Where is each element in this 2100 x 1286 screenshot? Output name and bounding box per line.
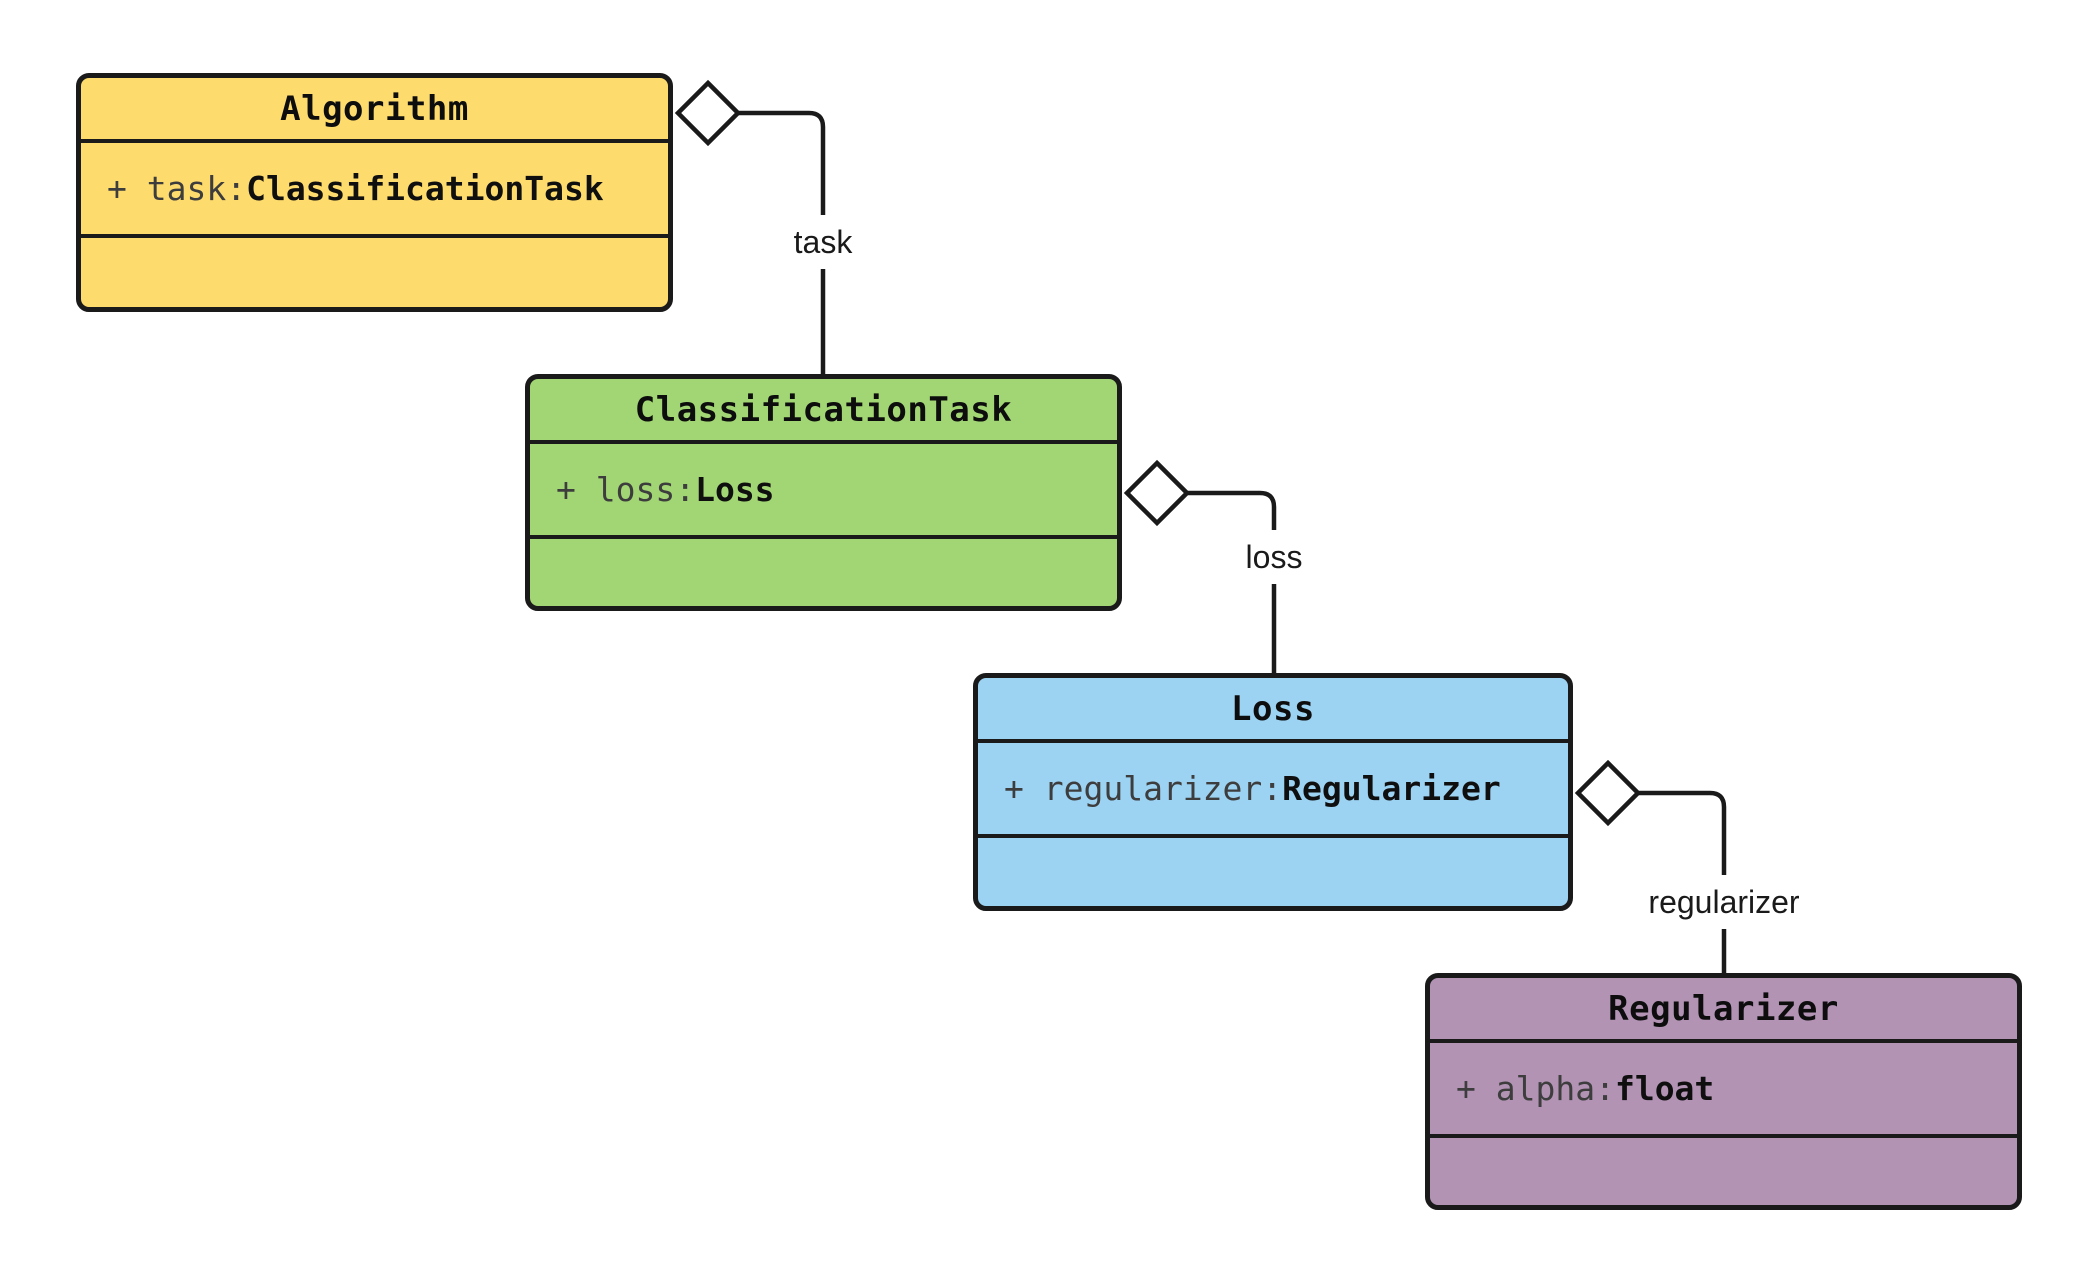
attribute-type: ClassificationTask [246,169,604,208]
class-box-regularizer[interactable]: Regularizer + alpha: float [1425,973,2022,1210]
class-box-algorithm[interactable]: Algorithm + task: ClassificationTask [76,73,673,312]
attribute-name: + alpha: [1456,1069,1615,1108]
class-attributes: + alpha: float [1430,1043,2017,1138]
attribute-name: + task: [107,169,247,208]
class-attributes: + loss: Loss [530,444,1117,539]
edge-label-task: task [787,215,859,269]
class-attributes: + task: ClassificationTask [81,143,668,238]
class-methods-empty [530,539,1117,606]
aggregation-diamond-icon [674,79,742,147]
attribute-name: + loss: [556,470,696,509]
edge-label-regularizer: regularizer [1642,875,1806,929]
class-box-classificationtask[interactable]: ClassificationTask + loss: Loss [525,374,1122,611]
attribute-type: Loss [695,470,775,509]
class-box-loss[interactable]: Loss + regularizer: Regularizer [973,673,1573,911]
attribute-name: + regularizer: [1004,769,1283,808]
class-methods-empty [1430,1138,2017,1205]
class-title: ClassificationTask [530,379,1117,444]
class-attributes: + regularizer: Regularizer [978,743,1568,838]
edge-label-loss: loss [1239,530,1309,584]
class-title: Algorithm [81,78,668,143]
attribute-type: Regularizer [1282,769,1501,808]
aggregation-diamond-icon [1123,459,1191,527]
class-methods-empty [81,238,668,307]
class-methods-empty [978,838,1568,906]
class-title: Loss [978,678,1568,743]
aggregation-diamond-icon [1574,759,1642,827]
attribute-type: float [1614,1069,1715,1108]
class-title: Regularizer [1430,978,2017,1043]
